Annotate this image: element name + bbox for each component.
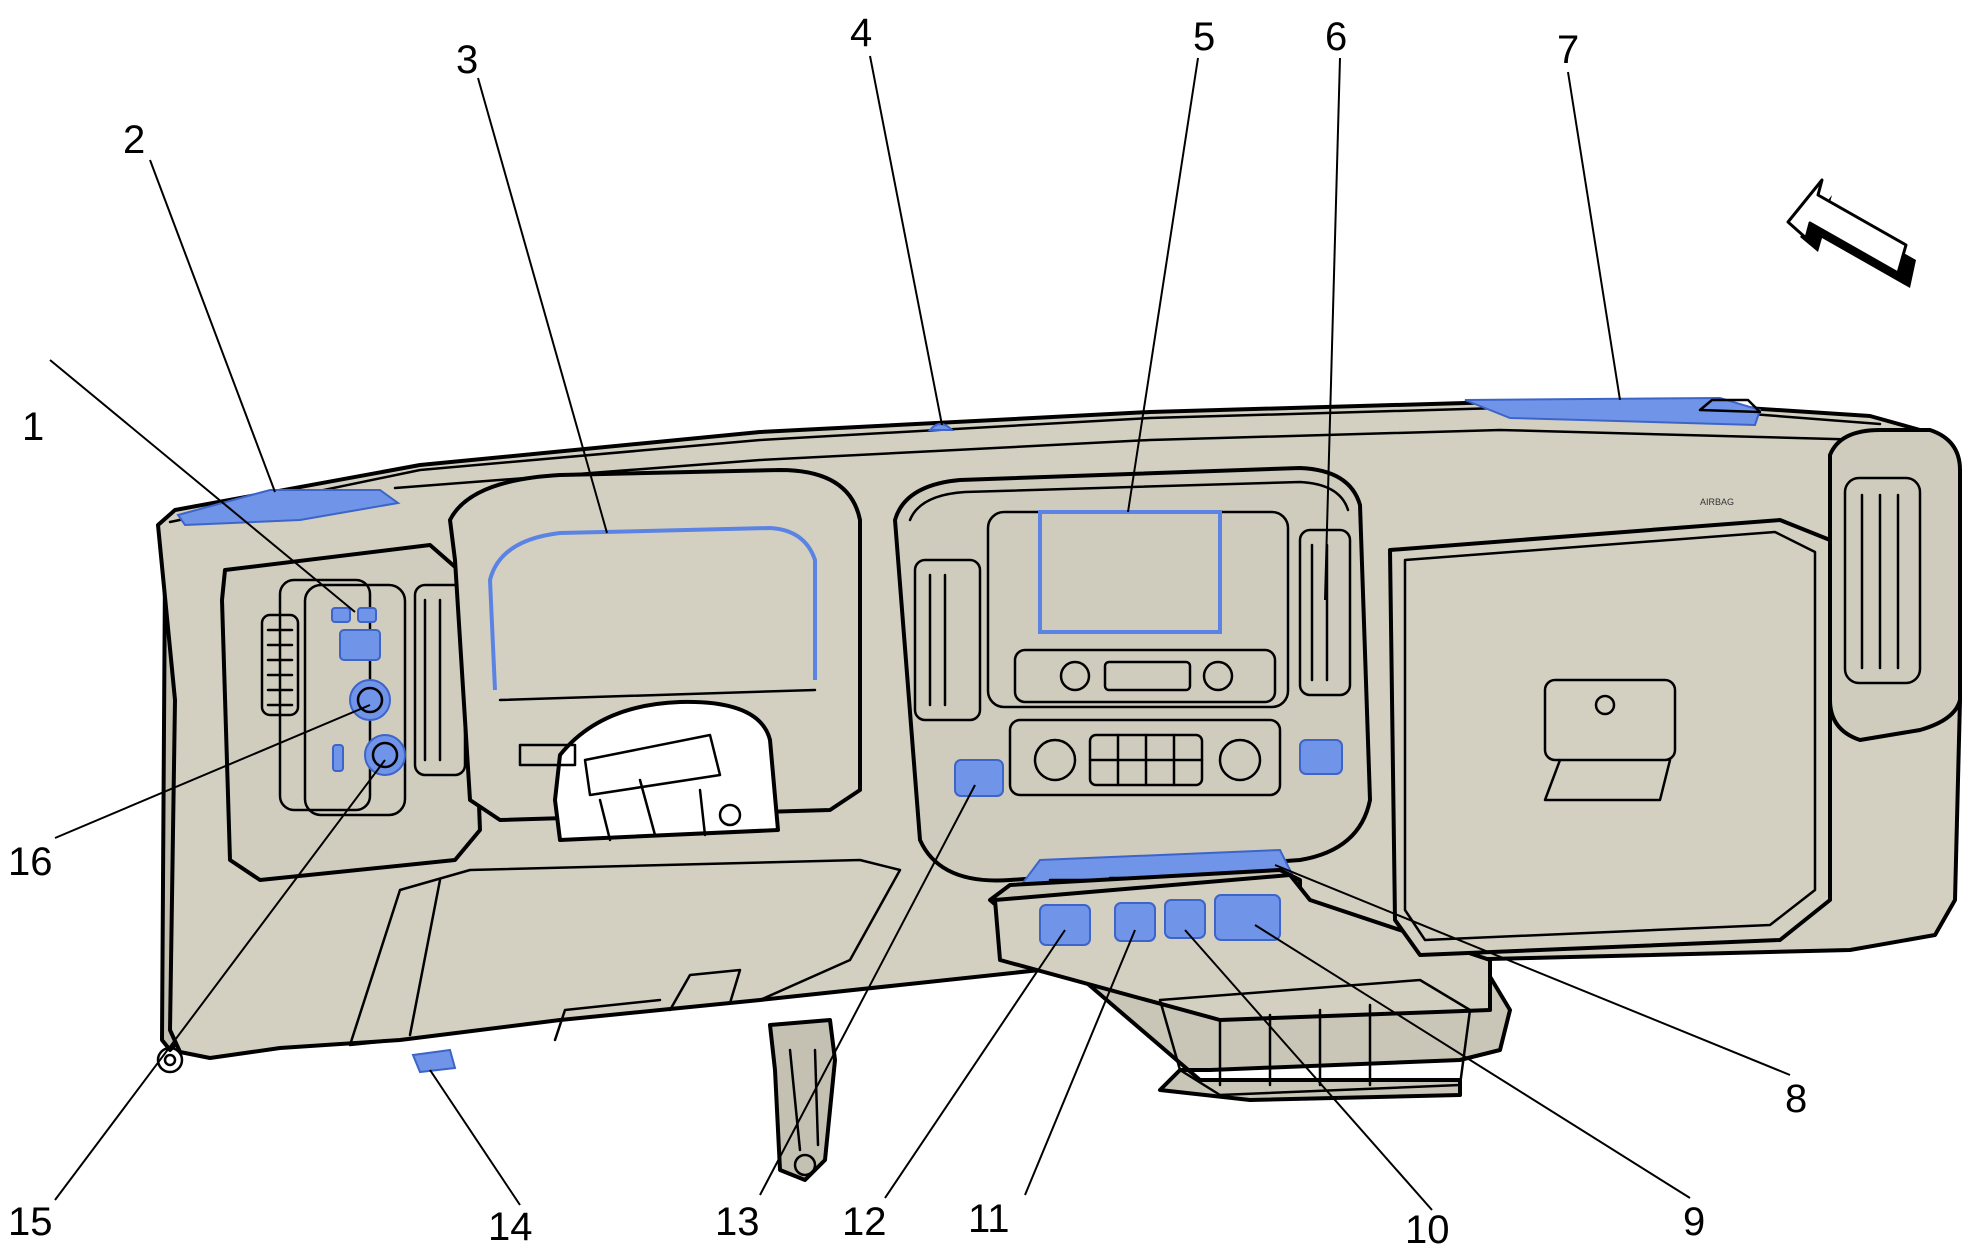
leader-line-12 bbox=[884, 929, 1066, 1199]
lower-center-console bbox=[988, 868, 1512, 1102]
callout-14: 14 bbox=[488, 1205, 533, 1249]
leader-line-3 bbox=[477, 77, 608, 534]
callout-3: 3 bbox=[456, 38, 478, 82]
callout-4: 4 bbox=[850, 11, 872, 55]
airbag-marking: AIRBAG bbox=[1700, 497, 1734, 507]
leader-line-10 bbox=[1184, 929, 1433, 1211]
right-defroster-grille bbox=[1464, 396, 1762, 427]
leader-line-1 bbox=[49, 359, 356, 613]
glove-box: AIRBAG bbox=[1388, 497, 1832, 957]
leader-line-13 bbox=[759, 784, 976, 1196]
callout-10: 10 bbox=[1405, 1208, 1450, 1252]
callout-1: 1 bbox=[22, 405, 44, 449]
callout-6: 6 bbox=[1325, 15, 1347, 59]
under-dash-component bbox=[411, 1048, 457, 1074]
leader-lines bbox=[49, 55, 1791, 1211]
callout-13: 13 bbox=[715, 1200, 760, 1244]
callout-12: 12 bbox=[842, 1200, 887, 1244]
leader-line-6 bbox=[1324, 57, 1341, 601]
leader-line-15 bbox=[54, 759, 386, 1201]
forward-direction-arrow-icon bbox=[1786, 178, 1916, 288]
leader-line-7 bbox=[1567, 71, 1621, 401]
callout-labels: 1 2 3 4 5 6 7 8 9 10 11 12 13 14 15 16 bbox=[8, 11, 1807, 1252]
callout-5: 5 bbox=[1193, 15, 1215, 59]
left-defroster-grille bbox=[176, 489, 401, 527]
callout-16: 16 bbox=[8, 840, 53, 884]
center-stack bbox=[893, 466, 1372, 902]
leader-line-11 bbox=[1024, 929, 1136, 1196]
leader-line-16 bbox=[54, 704, 371, 839]
leader-line-4 bbox=[869, 55, 943, 426]
callout-8: 8 bbox=[1785, 1077, 1807, 1121]
support-bracket bbox=[768, 1018, 837, 1182]
callout-2: 2 bbox=[123, 118, 145, 162]
callout-9: 9 bbox=[1683, 1200, 1705, 1244]
leader-line-5 bbox=[1127, 57, 1199, 513]
right-outboard-vent bbox=[1828, 428, 1962, 742]
leader-line-2 bbox=[149, 159, 276, 493]
leader-line-8 bbox=[1274, 864, 1791, 1076]
callout-11: 11 bbox=[968, 1197, 1010, 1241]
instrument-cluster bbox=[448, 468, 862, 842]
left-outboard-vent bbox=[260, 613, 300, 717]
leader-line-14 bbox=[429, 1069, 521, 1206]
leader-line-9 bbox=[1254, 924, 1691, 1199]
display-screen bbox=[1038, 510, 1222, 634]
callout-15: 15 bbox=[8, 1200, 53, 1244]
callout-7: 7 bbox=[1557, 28, 1579, 72]
